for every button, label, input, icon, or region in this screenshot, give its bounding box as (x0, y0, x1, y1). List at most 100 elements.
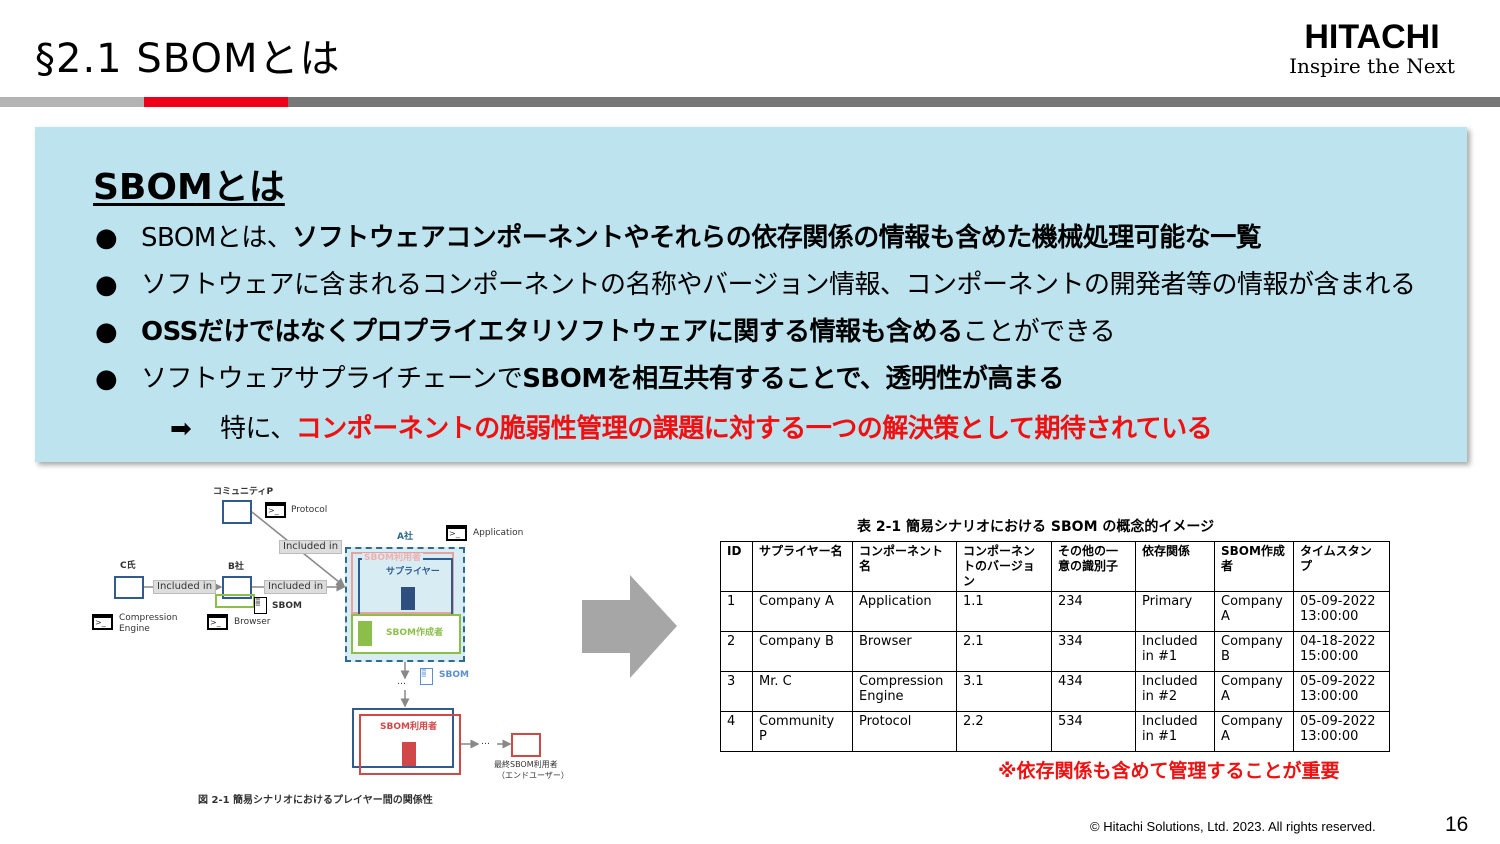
column-header: コンポーネント名 (852, 541, 957, 592)
building-icon (358, 621, 372, 646)
bullet-text: SBOMとは、 (141, 223, 293, 253)
terminal-icon: >_ (92, 614, 113, 630)
table-cell: Included in #1 (1135, 711, 1215, 752)
summary-box (35, 127, 1467, 462)
terminal-icon: >_ (207, 614, 228, 630)
figure-caption: 図 2-1 簡易シナリオにおけるプレイヤー間の関係性 (198, 795, 433, 806)
column-header: SBOM作成者 (1214, 541, 1294, 592)
label-compression: Compression Engine (119, 613, 178, 634)
arrow-right-icon: ➡ (170, 414, 192, 444)
logo-main: HITACHI (1304, 18, 1440, 56)
table-cell: Company A (1214, 711, 1294, 752)
document-list-icon: ≡≡ (254, 597, 267, 614)
table-cell: 04-18-2022 15:00:00 (1293, 631, 1390, 672)
bullet-text: OSSだけではなくプロプライエタリソフトウェアに関する情報も含める (141, 317, 963, 347)
label-community: コミュニティP (213, 487, 274, 497)
bullet-item: ● OSSだけではなくプロプライエタリソフトウェアに関する情報も含めることができる (95, 316, 1116, 348)
table-cell: Community P (752, 711, 853, 752)
node-company-b (222, 576, 252, 599)
table-cell: 2.1 (956, 631, 1052, 672)
table-cell: Primary (1135, 591, 1215, 632)
column-header: サプライヤー名 (752, 541, 853, 592)
terminal-icon: >_ (446, 525, 467, 541)
bullet-item: ● ソフトウェアサプライチェーンでSBOMを相互共有することで、透明性が高まる (95, 363, 1064, 395)
bullet-text: ソフトウェアサプライチェーンで (141, 364, 523, 394)
node-end-user (511, 733, 541, 757)
label-included-in: Included in (264, 580, 328, 594)
label-application: Application (473, 528, 524, 538)
table-cell: 05-09-2022 13:00:00 (1293, 591, 1390, 632)
label-browser: Browser (234, 617, 271, 627)
label-company-b: B社 (228, 562, 244, 572)
table-cell: 2 (720, 631, 753, 672)
table-caption: 表 2-1 簡易シナリオにおける SBOM の概念的イメージ (857, 519, 1215, 535)
bullet-text: ソフトウェアに含まれるコンポーネントの名称やバージョン情報、コンポーネントの開発… (141, 270, 1416, 300)
bullet-icon: ● (95, 364, 118, 394)
label-end-user: 最終SBOM利用者 (494, 760, 558, 769)
summary-title: SBOMとは (93, 167, 285, 208)
table-cell: 534 (1051, 711, 1136, 752)
bullet-icon: ● (95, 270, 118, 300)
bullet-icon: ● (95, 317, 118, 347)
table-cell: 05-09-2022 13:00:00 (1293, 711, 1390, 752)
building-icon (401, 587, 415, 610)
bullet-item: ● SBOMとは、ソフトウェアコンポーネントやそれらの依存関係の情報も含めた機械処… (95, 222, 1262, 254)
document-list-icon: ≡≡ (420, 668, 433, 685)
divider-left (0, 97, 144, 107)
conclusion-prefix: 特に、 (220, 414, 296, 444)
conclusion: ➡ 特に、コンポーネントの脆弱性管理の課題に対する一つの解決策として期待されている (170, 413, 1213, 445)
bullet-icon: ● (95, 223, 118, 253)
node-community (222, 500, 252, 524)
column-header: 依存関係 (1135, 541, 1215, 592)
dots: … (397, 677, 406, 687)
table-cell: Company A (1214, 671, 1294, 712)
divider-accent (144, 97, 288, 107)
column-header: タイムスタンプ (1293, 541, 1390, 592)
table-cell: Company A (1214, 591, 1294, 632)
bullet-text: ソフトウェアコンポーネントやそれらの依存関係の情報も含めた機械処理可能な一覧 (292, 223, 1262, 253)
bullet-text: SBOMを相互共有することで、透明性が高まる (522, 364, 1064, 394)
table-cell: 4 (720, 711, 753, 752)
label-protocol: Protocol (291, 505, 328, 515)
column-header: ID (720, 541, 753, 592)
table-cell: Application (852, 591, 957, 632)
table-cell: 3.1 (956, 671, 1052, 712)
table-note: ※依存関係も含めて管理することが重要 (998, 760, 1340, 782)
label-sbom: SBOM (272, 601, 302, 611)
table-cell: Protocol (852, 711, 957, 752)
table-cell: 1 (720, 591, 753, 632)
copyright: © Hitachi Solutions, Ltd. 2023. All righ… (1090, 819, 1376, 834)
terminal-icon: >_ (265, 502, 286, 518)
table-cell: Included in #1 (1135, 631, 1215, 672)
logo-tagline: Inspire the Next (1289, 54, 1455, 78)
label-end-user-sub: （エンドユーザー） (497, 771, 569, 780)
bullet-text: ことができる (962, 317, 1116, 347)
label-sbom-user: SBOM利用者 (362, 553, 423, 564)
table-cell: Company A (752, 591, 853, 632)
node-mr-c (114, 576, 144, 599)
column-header: その他の一意の識別子 (1051, 541, 1136, 592)
table-cell: 2.2 (956, 711, 1052, 752)
label-included-in: Included in (279, 540, 343, 554)
label-sbom-creator: SBOM作成者 (386, 628, 443, 638)
table-cell: Browser (852, 631, 957, 672)
sbom-creator-mini (215, 594, 255, 608)
table-cell: 434 (1051, 671, 1136, 712)
bullet-item: ● ソフトウェアに含まれるコンポーネントの名称やバージョン情報、コンポーネントの開… (95, 269, 1416, 301)
table-cell: 334 (1051, 631, 1136, 672)
building-icon (402, 742, 416, 766)
divider-right (288, 97, 1500, 107)
label-sbom-user: SBOM利用者 (380, 722, 437, 732)
conclusion-highlight: コンポーネントの脆弱性管理の課題に対する一つの解決策として期待されている (295, 414, 1213, 444)
dots: … (481, 737, 490, 747)
label-included-in: Included in (153, 580, 217, 594)
page-title: §2.1 SBOMとは (35, 36, 341, 82)
hitachi-logo: HITACHI Inspire the Next (1272, 20, 1472, 78)
table-cell: Mr. C (752, 671, 853, 712)
column-header: コンポーネントのバージョン (956, 541, 1052, 592)
